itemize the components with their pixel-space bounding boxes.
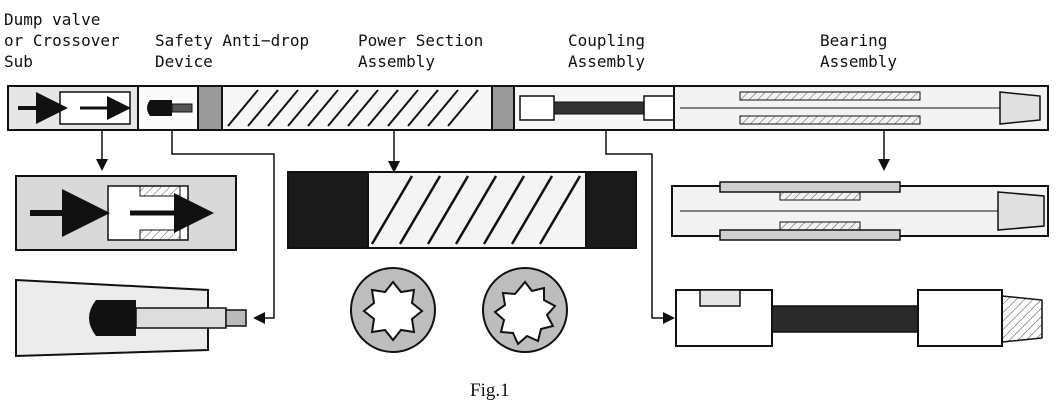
label-bearing-1: Bearing	[820, 31, 888, 50]
label-power-1: Power Section	[358, 31, 484, 50]
label-safety-1: Safety Anti−drop	[155, 31, 310, 50]
dump-valve-detail	[15, 175, 237, 251]
label-coupling-1: Coupling	[568, 31, 646, 50]
coupling-detail	[675, 289, 1043, 347]
label-safety-2: Device	[155, 52, 213, 71]
main-motor-body	[7, 85, 1049, 131]
label-bearing-2: Assembly	[820, 52, 898, 71]
bearing-detail	[671, 181, 1049, 241]
safety-device-detail	[15, 278, 247, 358]
label-coupling-2: Assembly	[568, 52, 646, 71]
label-dump-valve-1: Dump valve	[4, 10, 101, 29]
leader-lines	[96, 130, 890, 324]
label-dump-valve-3: Sub	[4, 52, 33, 71]
label-power-2: Assembly	[358, 52, 436, 71]
figure-caption: Fig.1	[470, 380, 510, 401]
power-section-detail	[287, 171, 637, 353]
label-dump-valve-2: or Crossover	[4, 31, 120, 50]
